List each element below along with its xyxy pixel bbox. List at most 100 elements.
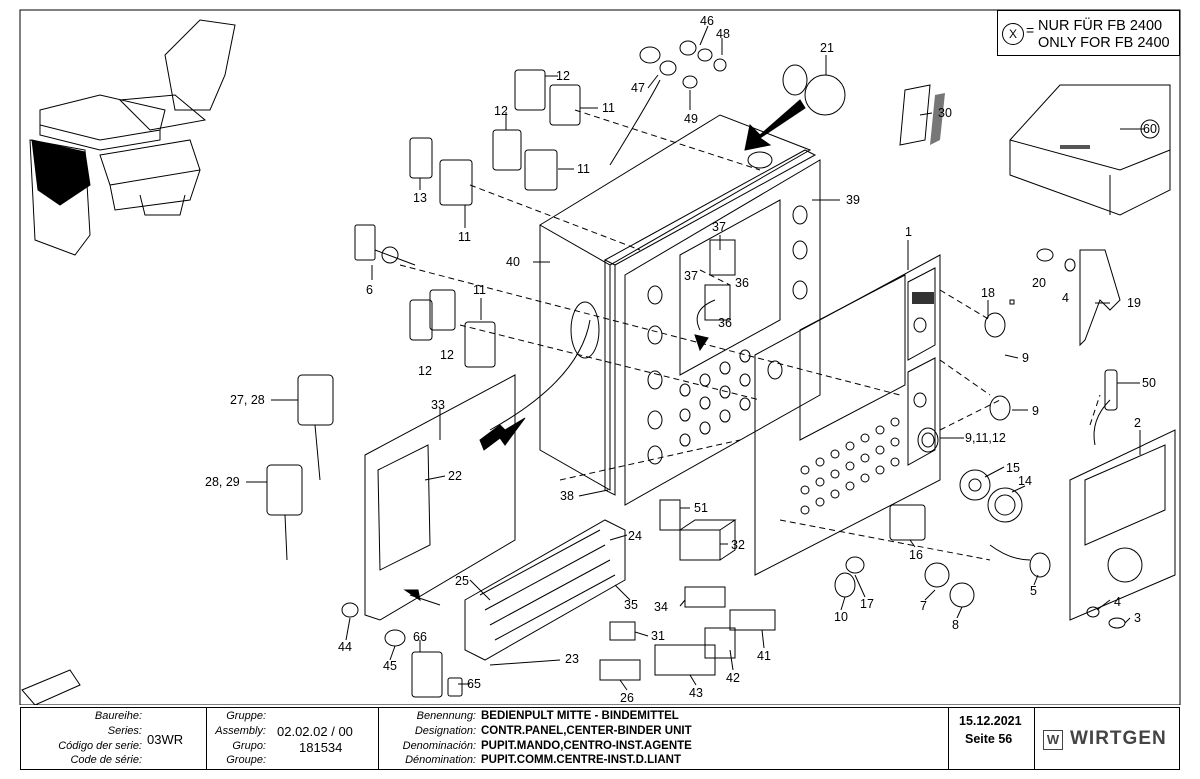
- series-label-es: Código der serie:: [58, 740, 142, 752]
- callout-13: 13: [413, 191, 427, 205]
- series-value: 03WR: [147, 732, 184, 747]
- callout-11: 11: [602, 101, 615, 115]
- callout-leader-lines: [246, 25, 1145, 691]
- page-number: Seite 56: [965, 732, 1013, 746]
- wirtgen-logo-mark: W: [1043, 730, 1063, 750]
- front-panel-button-grid: [800, 417, 900, 515]
- front-control-panel: [754, 254, 941, 576]
- callout-17: 17: [860, 597, 874, 611]
- callout-6: 6: [366, 283, 373, 297]
- callout-9-11-12: 9,11,12: [965, 431, 1006, 445]
- callout-60-circle: [1140, 119, 1160, 139]
- callout-26: 26: [620, 691, 634, 705]
- callout-15: 15: [1006, 461, 1020, 475]
- cover-plate: [1009, 84, 1171, 216]
- assembly-label-es: Grupo:: [232, 740, 266, 752]
- wirtgen-brand: WIRTGEN: [1070, 728, 1167, 749]
- terminal-block-rail: [464, 519, 626, 661]
- mounting-plate-holes: [647, 205, 808, 465]
- callout-11: 11: [458, 230, 471, 244]
- designation-es: PUPIT.MANDO,CENTRO-INST.AGENTE: [481, 740, 692, 752]
- group-value: 181534: [299, 740, 343, 755]
- callout-50: 50: [1142, 376, 1156, 390]
- assembly-arrow-curve: [696, 299, 716, 331]
- assembly-arrow-head: [479, 417, 526, 451]
- callout-18: 18: [981, 286, 995, 300]
- callout-30: 30: [938, 106, 952, 120]
- cover-logo-mark: [1060, 145, 1090, 149]
- assembly-arrow-head: [403, 589, 421, 602]
- designation-label-de: Benennung:: [416, 710, 476, 722]
- callout-37: 37: [712, 220, 726, 234]
- callout-37: 37: [684, 269, 698, 283]
- assembly-column: Gruppe: Assembly: Grupo: Groupe: 02.02.0…: [207, 708, 379, 769]
- legend-symbol: X: [1002, 23, 1024, 45]
- series-column: Baureihe: Series: Código der serie: Code…: [21, 708, 207, 769]
- callout-66: 66: [413, 630, 427, 644]
- callout-labels: 46 48 47 49 21 12 11 12 11 13 11 30 60 3…: [205, 14, 1157, 705]
- assembly-arrow-head: [744, 99, 806, 151]
- callout-1: 1: [905, 225, 912, 239]
- exploded-view-drawing: 46 48 47 49 21 12 11 12 11 13 11 30 60 3…: [19, 9, 1181, 705]
- callout-47: 47: [631, 81, 645, 95]
- designation-label-es: Denominación:: [402, 740, 476, 752]
- designation-column: Benennung: Designation: Denominación: Dé…: [379, 708, 949, 769]
- callout-60: 60: [1143, 122, 1157, 136]
- assembly-value: 02.02.02 / 00: [277, 724, 353, 739]
- series-label-fr: Code de série:: [70, 754, 142, 766]
- callout-2: 2: [1134, 416, 1141, 430]
- designation-fr: PUPIT.COMM.CENTRE-INST.D.LIANT: [481, 754, 681, 766]
- callout-28-29: 28, 29: [205, 475, 240, 489]
- assembly-label-fr: Groupe:: [226, 754, 266, 766]
- callout-25: 25: [455, 574, 469, 588]
- operator-console-illustration: [29, 19, 236, 256]
- assembly-label-en: Assembly:: [215, 725, 266, 737]
- callout-12: 12: [494, 104, 508, 118]
- callout-9: 9: [1032, 404, 1039, 418]
- callout-9: 9: [1022, 351, 1029, 365]
- designation-label-fr: Dénomination:: [405, 754, 476, 766]
- designation-en: CONTR.PANEL,CENTER-BINDER UNIT: [481, 725, 692, 737]
- callout-20: 20: [1032, 276, 1046, 290]
- drawing-frame: [19, 9, 1181, 705]
- callout-12: 12: [440, 348, 454, 362]
- callout-38: 38: [560, 489, 574, 503]
- callout-24: 24: [628, 529, 642, 543]
- legend-box: X = NUR FÜR FB 2400 ONLY FOR FB 2400: [997, 10, 1180, 56]
- callout-48: 48: [716, 27, 730, 41]
- date-page-column: 15.12.2021 Seite 56: [949, 708, 1035, 769]
- callout-14: 14: [1018, 474, 1032, 488]
- callout-31: 31: [651, 629, 665, 643]
- callout-44: 44: [338, 640, 352, 654]
- assembly-arrow-curve: [489, 319, 591, 431]
- gasket-frame: [603, 149, 817, 496]
- strip-part-shading: [930, 93, 945, 145]
- callout-11: 11: [577, 162, 590, 176]
- legend-line-1: NUR FÜR FB 2400: [1038, 18, 1163, 34]
- callout-32: 32: [731, 538, 745, 552]
- callout-36: 36: [718, 316, 732, 330]
- assembly-guide-lines: [399, 109, 1101, 561]
- callout-27-28: 27, 28: [230, 393, 265, 407]
- callout-46: 46: [700, 14, 714, 28]
- callout-41: 41: [757, 649, 771, 663]
- callout-16: 16: [909, 548, 923, 562]
- callout-33: 33: [431, 398, 445, 412]
- callout-22: 22: [448, 469, 462, 483]
- callout-40: 40: [506, 255, 520, 269]
- release-date: 15.12.2021: [959, 714, 1022, 728]
- enclosure-box: [539, 114, 812, 491]
- legend-line-2: ONLY FOR FB 2400: [1038, 35, 1170, 51]
- assembly-label-de: Gruppe:: [226, 710, 266, 722]
- callout-39: 39: [846, 193, 860, 207]
- assembly-arrow-head: [694, 334, 709, 352]
- title-block: Baureihe: Series: Código der serie: Code…: [20, 707, 1180, 770]
- relay-part: [679, 529, 721, 561]
- callout-21: 21: [820, 41, 834, 55]
- callout-35: 35: [624, 598, 638, 612]
- callout-12: 12: [418, 364, 432, 378]
- callout-19: 19: [1127, 296, 1141, 310]
- designation-de: BEDIENPULT MITTE - BINDEMITTEL: [481, 710, 679, 722]
- callout-34: 34: [654, 600, 668, 614]
